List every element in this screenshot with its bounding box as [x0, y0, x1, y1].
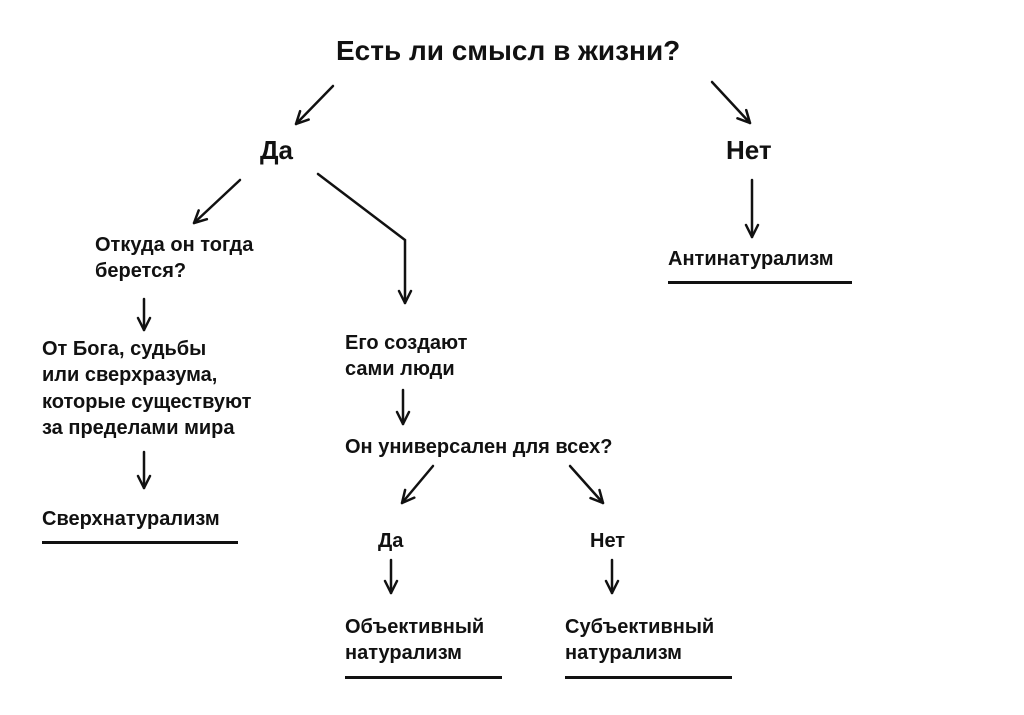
arrow-universal-to-yes	[400, 464, 435, 505]
node-where-from-question: Откуда он тогда берется?	[95, 234, 254, 283]
node-no-universal: Нет	[590, 530, 626, 552]
node-antinaturalism: Антинатурализм	[668, 246, 852, 285]
node-from-god: От Бога, судьбы или сверхразума, которые…	[42, 338, 252, 440]
arrow-title-to-yes	[294, 84, 335, 126]
node-subjective-naturalism: Субъективный натурализм	[565, 614, 733, 679]
node-universal-question: Он универсален для всех?	[345, 436, 613, 458]
node-supernaturalism: Сверхнатурализм	[42, 506, 238, 545]
node-objective-naturalism: Объективный натурализм	[345, 614, 503, 679]
node-yes-universal: Да	[378, 530, 404, 552]
diagram-title: Есть ли смысл в жизни?	[336, 35, 681, 66]
arrow-yes-to-peoplecreate	[316, 172, 413, 305]
arrow-yes-to-wherefrom	[192, 178, 242, 225]
node-no-top: Нет	[726, 135, 772, 165]
arrow-title-to-no	[710, 80, 752, 125]
node-yes-top: Да	[260, 135, 293, 165]
node-people-create: Его создают сами люди	[345, 332, 468, 381]
arrow-universal-to-no	[568, 464, 605, 505]
